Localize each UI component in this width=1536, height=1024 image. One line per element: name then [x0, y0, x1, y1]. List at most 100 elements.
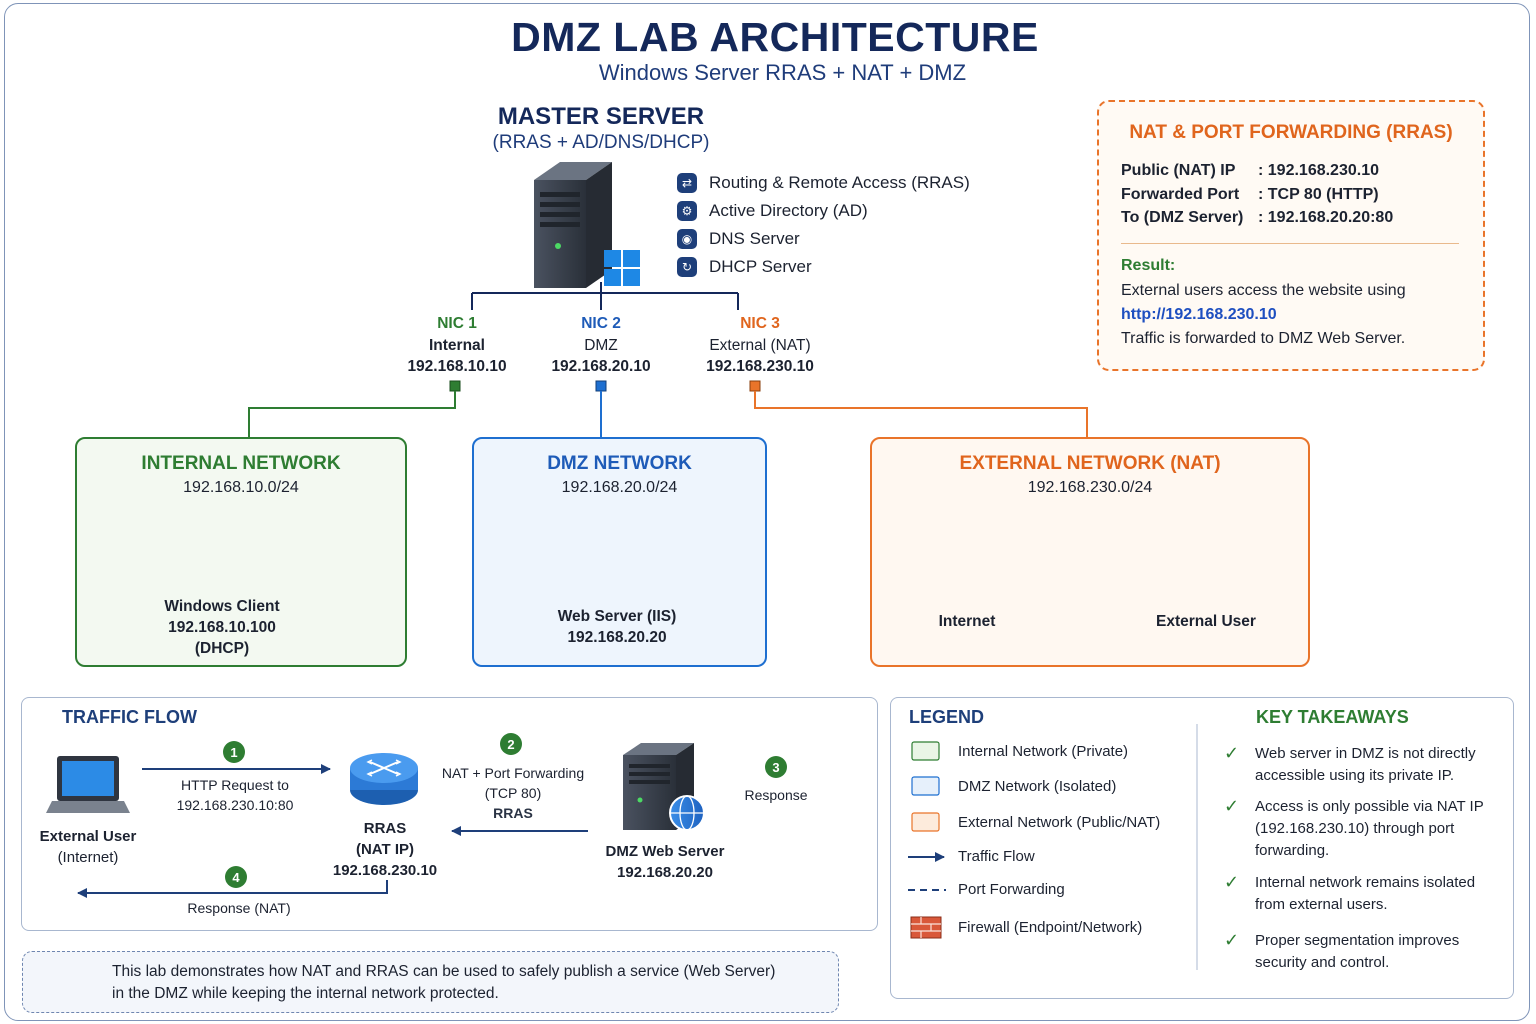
- step-2-line3: RRAS: [493, 805, 533, 821]
- nic2-port: [595, 380, 607, 392]
- flow-external-user-name: External User: [39, 828, 137, 845]
- nic2-id: NIC 2: [581, 315, 621, 332]
- nic1-ip: 192.168.10.10: [407, 358, 507, 375]
- role-rras: ⇄ Routing & Remote Access (RRAS): [677, 169, 970, 197]
- nat-separator: [1121, 243, 1459, 244]
- check-icon: ✓: [1224, 743, 1240, 763]
- external-network-cidr: 192.168.230.0/24: [1027, 479, 1153, 496]
- router-sub: (NAT IP): [355, 841, 415, 858]
- step-2-label: NAT + Port Forwarding (TCP 80) RRAS: [425, 763, 601, 823]
- dhcp-role-icon: ↻: [677, 257, 697, 277]
- nic1-id: NIC 1: [437, 315, 477, 332]
- legend-firewall: Firewall (Endpoint/Network): [958, 919, 1143, 936]
- check-icon: ✓: [1224, 796, 1240, 816]
- nic1-port: [449, 380, 461, 392]
- router-caption: RRAS (NAT IP) 192.168.230.10: [310, 818, 460, 881]
- nat-result-line1: External users access the website using: [1121, 282, 1406, 299]
- role-dns-label: DNS Server: [709, 229, 800, 248]
- nat-key-target: To (DMZ Server): [1121, 209, 1244, 226]
- dns-role-icon: ◉: [677, 229, 697, 249]
- flow-external-user-sub: (Internet): [57, 849, 119, 866]
- nic2-name: DMZ: [584, 336, 618, 354]
- lab-note-box: This lab demonstrates how NAT and RRAS c…: [22, 951, 839, 1013]
- nic3-name: External (NAT): [709, 336, 811, 354]
- web-server-ip: 192.168.20.20: [567, 629, 667, 646]
- takeaway-2-line2: (192.168.230.10) through port: [1255, 820, 1455, 837]
- nat-row-public-ip: Public (NAT) IP : 192.168.230.10: [1121, 162, 1379, 180]
- ad-role-icon: ⚙: [677, 201, 697, 221]
- step-3-badge: 3: [765, 756, 787, 778]
- step-2-line1: NAT + Port Forwarding: [441, 765, 585, 781]
- diagram-frame: [4, 3, 1530, 1021]
- role-ad-label: Active Directory (AD): [709, 201, 868, 220]
- nat-value-public-ip: : 192.168.230.10: [1258, 162, 1379, 179]
- step-4-badge: 4: [225, 866, 247, 888]
- role-dns: ◉ DNS Server: [677, 225, 970, 253]
- nat-result-label: Result:: [1121, 257, 1176, 274]
- master-roles-list: ⇄ Routing & Remote Access (RRAS) ⚙ Activ…: [677, 169, 970, 281]
- web-server-name: Web Server (IIS): [557, 608, 677, 625]
- dmz-network-cidr: 192.168.20.0/24: [561, 479, 678, 496]
- legend-internal: Internal Network (Private): [958, 743, 1129, 760]
- internal-network-cidr: 192.168.10.0/24: [183, 479, 299, 496]
- windows-client-name: Windows Client: [164, 598, 280, 615]
- legend-swatch-internal: [911, 741, 940, 761]
- nic3-id: NIC 3: [740, 315, 780, 332]
- legend-swatch-external: [911, 812, 940, 832]
- takeaway-2-line3: forwarding.: [1255, 842, 1330, 859]
- traffic-flow-box: [21, 697, 878, 931]
- internet-label: Internet: [938, 613, 996, 630]
- dmz-network-box: DMZ NETWORK 192.168.20.0/24: [472, 437, 767, 667]
- link-external: [754, 391, 1088, 437]
- takeaway-1-line2: accessible using its private IP.: [1255, 767, 1454, 784]
- flow-web-server-icon: [623, 743, 705, 831]
- flow-arrow-4: [77, 880, 388, 898]
- windows-client-caption: Windows Client 192.168.10.100 (DHCP): [122, 596, 322, 659]
- router-name: RRAS: [363, 820, 407, 837]
- takeaways-title: KEY TAKEAWAYS: [1256, 707, 1409, 727]
- nic1-name: Internal: [429, 336, 485, 354]
- legend-swatch-dmz: [911, 776, 940, 796]
- step-1-label: HTTP Request to 192.168.230.10:80: [160, 775, 310, 815]
- nic2-ip: 192.168.20.10: [551, 358, 651, 375]
- nat-row-port: Forwarded Port: TCP 80 (HTTP): [1121, 186, 1379, 204]
- nic3-ip: 192.168.230.10: [706, 358, 814, 375]
- legend-dmz: DMZ Network (Isolated): [958, 778, 1117, 795]
- nat-row-target: To (DMZ Server) : 192.168.20.20:80: [1121, 209, 1393, 227]
- takeaway-3: Internal network remains isolated from e…: [1255, 872, 1505, 916]
- page-subtitle: Windows Server RRAS + NAT + DMZ: [598, 60, 967, 85]
- external-network-title: EXTERNAL NETWORK (NAT): [959, 453, 1221, 474]
- web-server-caption: Web Server (IIS) 192.168.20.20: [517, 606, 717, 648]
- firewall-icon: [910, 916, 942, 939]
- nic2-label: NIC 2 DMZ 192.168.20.10: [526, 313, 676, 378]
- role-rras-label: Routing & Remote Access (RRAS): [709, 173, 970, 192]
- legend-box: [890, 697, 1514, 999]
- takeaway-3-line1: Internal network remains isolated: [1255, 874, 1476, 891]
- takeaway-1: Web server in DMZ is not directly access…: [1255, 743, 1505, 787]
- role-dhcp-label: DHCP Server: [709, 257, 812, 276]
- takeaway-3-line2: from external users.: [1255, 896, 1388, 913]
- check-icon: ✓: [1224, 930, 1240, 950]
- flow-server-name: DMZ Web Server: [605, 843, 725, 860]
- step-3-label: Response: [744, 787, 808, 803]
- windows-client-note: (DHCP): [194, 640, 250, 657]
- nat-title: NAT & PORT FORWARDING (RRAS): [1129, 122, 1453, 143]
- nic3-label: NIC 3 External (NAT) 192.168.230.10: [680, 313, 840, 378]
- legend-port-forwarding: Port Forwarding: [958, 881, 1065, 898]
- master-bus: [471, 282, 739, 310]
- nat-value-target: : 192.168.20.20:80: [1258, 209, 1394, 226]
- router-ip: 192.168.230.10: [332, 862, 438, 879]
- nat-key-port: Forwarded Port: [1121, 186, 1240, 203]
- nat-result-link[interactable]: http://192.168.230.10: [1121, 306, 1277, 323]
- external-user-label: External User: [1156, 613, 1256, 630]
- master-server-title: MASTER SERVER: [497, 103, 705, 130]
- internal-network-box: INTERNAL NETWORK 192.168.10.0/24: [75, 437, 407, 667]
- rras-role-icon: ⇄: [677, 173, 697, 193]
- nat-port-forwarding-box: NAT & PORT FORWARDING (RRAS) Public (NAT…: [1097, 100, 1485, 371]
- nat-key-public-ip: Public (NAT) IP: [1121, 162, 1236, 179]
- legend-external: External Network (Public/NAT): [958, 814, 1161, 831]
- check-icon: ✓: [1224, 872, 1240, 892]
- master-server-icon: [534, 162, 640, 288]
- lab-note-line1: This lab demonstrates how NAT and RRAS c…: [112, 963, 776, 980]
- nic3-port: [749, 380, 761, 392]
